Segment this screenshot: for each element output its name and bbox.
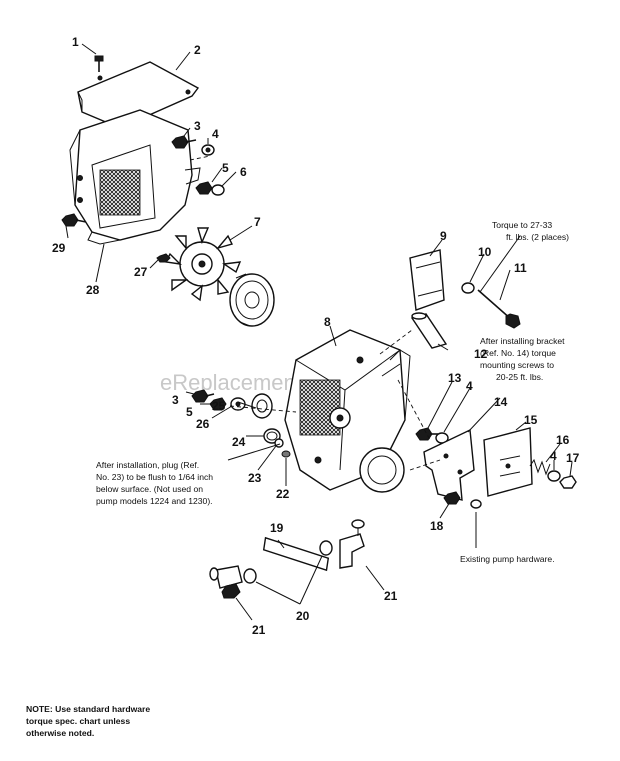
part-10-washer (461, 282, 475, 294)
callout-27: 27 (134, 265, 148, 279)
callout-14: 14 (494, 395, 508, 409)
svg-text:NOTE: Use standard hardware: NOTE: Use standard hardware (26, 704, 150, 714)
callout-24: 24 (232, 435, 246, 449)
part-21-elbow-right (339, 519, 365, 569)
note-footer: NOTE: Use standard hardware torque spec.… (26, 704, 150, 738)
part-27-bolt (156, 253, 171, 263)
callout-5: 5 (222, 161, 229, 175)
part-18-nut (443, 491, 461, 505)
callout-6: 6 (240, 165, 247, 179)
callout-16: 16 (556, 433, 570, 447)
callout-20: 20 (296, 609, 310, 623)
svg-text:Existing pump hardware.: Existing pump hardware. (460, 554, 555, 564)
part-11-bolt (477, 289, 521, 329)
callout-1: 1 (72, 35, 79, 49)
part-6-washer-top (211, 184, 225, 196)
part-29-screw (61, 213, 87, 227)
part-9-bracket (409, 249, 445, 311)
callout-4-right: 4 (466, 379, 473, 393)
part-1-screw (94, 55, 104, 72)
callout-11: 11 (514, 261, 527, 275)
part-16-spring (529, 458, 551, 476)
note-bracket: After installing bracket (Ref. No. 14) t… (480, 336, 565, 382)
svg-text:Torque to 27-33: Torque to 27-33 (492, 220, 552, 230)
callout-7: 7 (254, 215, 261, 229)
part-3-bolt-top (171, 135, 197, 149)
svg-text:below surface. (Not used on: below surface. (Not used on (96, 484, 203, 494)
callout-13: 13 (448, 371, 462, 385)
part-17-nut (559, 475, 577, 489)
note-plug: After installation, plug (Ref. No. 23) t… (96, 460, 213, 506)
part-18-bolt (470, 499, 482, 509)
part-12-spacer (410, 312, 448, 349)
leader-lines (65, 43, 573, 621)
note-torque: Torque to 27-33 ft. lbs. (2 places) (492, 220, 569, 242)
callout-10: 10 (478, 245, 492, 259)
callout-28: 28 (86, 283, 100, 297)
part-19-hose (262, 536, 330, 572)
callout-26: 26 (196, 417, 210, 431)
callout-4: 4 (212, 127, 219, 141)
part-2-cover (77, 61, 200, 129)
callout-19: 19 (270, 521, 284, 535)
part-3-bolt-pump (191, 389, 215, 403)
svg-text:(Ref. No. 14) torque: (Ref. No. 14) torque (480, 348, 556, 358)
callout-numbers: 1 2 3 4 5 6 7 8 9 10 11 12 13 4 14 15 16… (52, 35, 580, 637)
part-5-nut-top (195, 181, 213, 195)
part-23-plug (274, 438, 284, 448)
callout-21-left: 21 (252, 623, 266, 637)
svg-text:otherwise noted.: otherwise noted. (26, 728, 94, 738)
svg-text:mounting screws to: mounting screws to (480, 360, 554, 370)
part-21-fitting-left (209, 565, 243, 599)
callout-8: 8 (324, 315, 331, 329)
svg-text:After installing bracket: After installing bracket (480, 336, 565, 346)
svg-text:After installation, plug (Ref.: After installation, plug (Ref. (96, 460, 199, 470)
part-20-clamp-right (319, 540, 333, 556)
callout-3: 3 (194, 119, 201, 133)
part-20-clamp-left (243, 568, 257, 584)
part-13-bolt (415, 427, 438, 441)
callout-5-pump: 5 (186, 405, 193, 419)
callout-9: 9 (440, 229, 447, 243)
callout-23: 23 (248, 471, 262, 485)
part-8-pump (284, 329, 411, 493)
part-25-gear (251, 393, 273, 419)
svg-text:No. 23) to be flush to 1/64 in: No. 23) to be flush to 1/64 inch (96, 472, 213, 482)
callout-22: 22 (276, 487, 290, 501)
callout-4-far: 4 (550, 449, 557, 463)
callout-25: 25 (212, 399, 226, 413)
note-existing-hardware: Existing pump hardware. (460, 554, 555, 564)
part-7-pulley (229, 273, 275, 327)
callout-2: 2 (194, 43, 201, 57)
callout-21-right: 21 (384, 589, 398, 603)
callout-12: 12 (474, 347, 488, 361)
callout-29: 29 (52, 241, 66, 255)
part-14-bracket (423, 428, 475, 501)
svg-text:ft. lbs. (2 places): ft. lbs. (2 places) (506, 232, 569, 242)
callout-18: 18 (430, 519, 444, 533)
part-4-washer-far (547, 470, 561, 482)
callout-17: 17 (566, 451, 580, 465)
callout-15: 15 (524, 413, 538, 427)
part-15-plate (483, 427, 533, 497)
part-22-plug (281, 450, 291, 458)
part-4-washer-top (201, 144, 215, 156)
svg-text:20-25 ft. lbs.: 20-25 ft. lbs. (496, 372, 543, 382)
part-28-fan-shroud (69, 109, 201, 245)
svg-text:torque spec. chart unless: torque spec. chart unless (26, 716, 130, 726)
callout-3-pump: 3 (172, 393, 179, 407)
part-7-fan (164, 227, 242, 302)
svg-text:pump models 1224 and 1230).: pump models 1224 and 1230). (96, 496, 213, 506)
